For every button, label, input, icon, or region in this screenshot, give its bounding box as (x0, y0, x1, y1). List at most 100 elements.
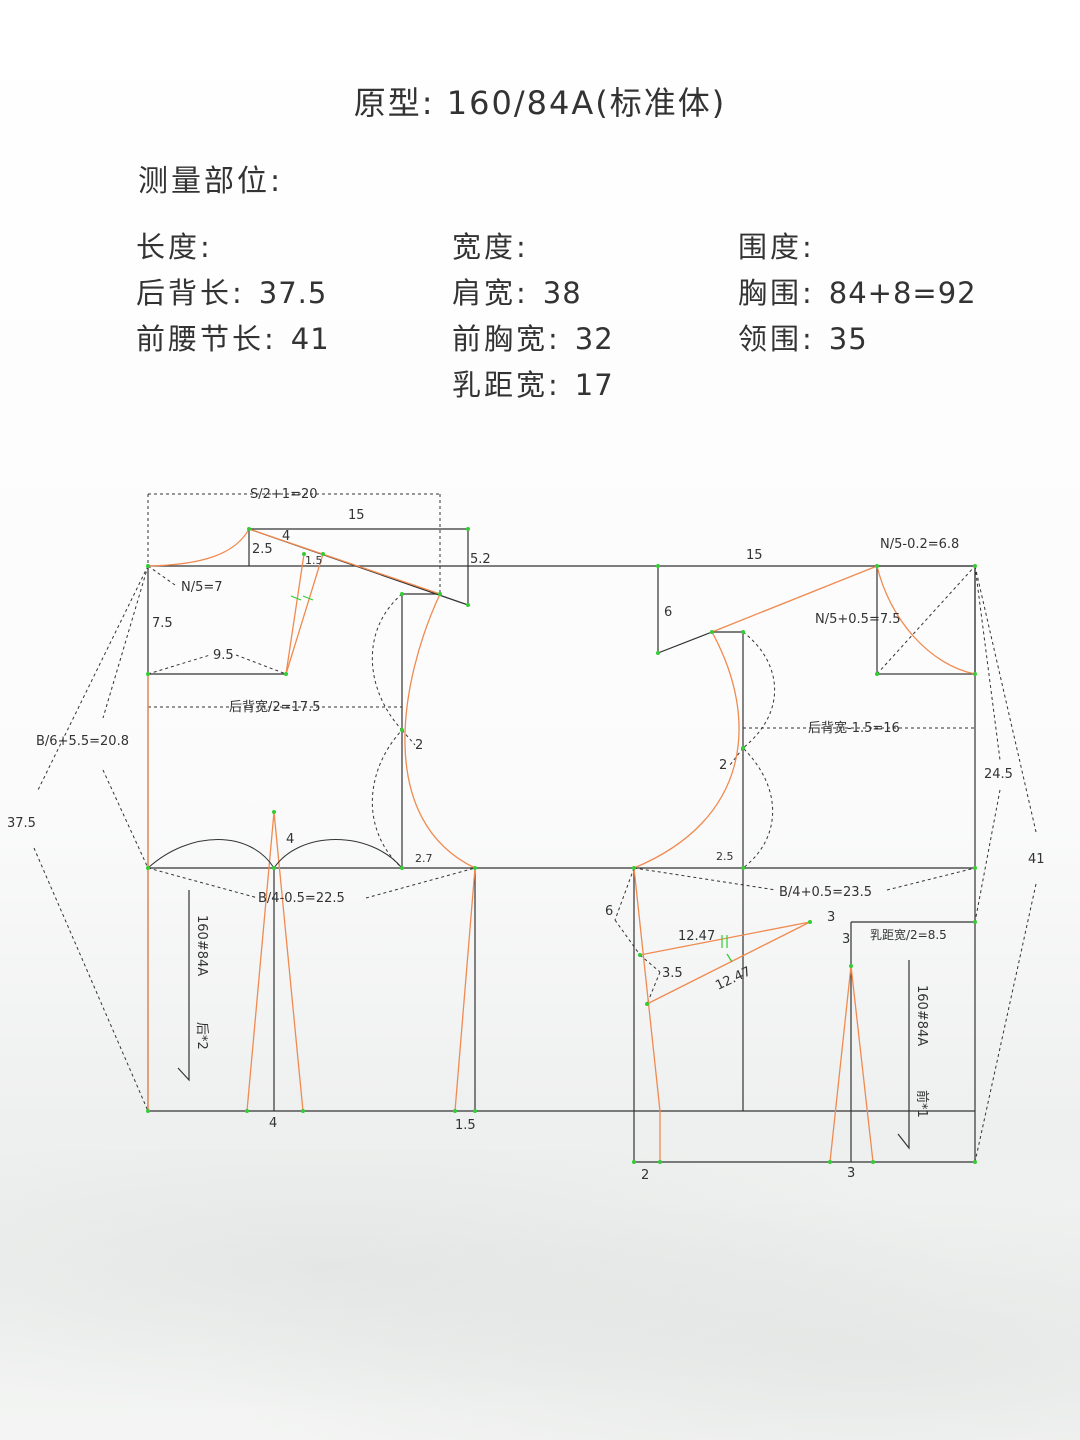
width-header: 宽度: (452, 230, 529, 264)
label-dart-small: 1.5 (305, 554, 323, 567)
label-back-side-dart: 1.5 (455, 1118, 476, 1133)
vertex-point (645, 1002, 649, 1006)
length-header: 长度: (136, 230, 213, 264)
vertex-point (808, 920, 812, 924)
label-front-waist-dart: 3 (847, 1166, 855, 1181)
vertex-point (301, 1109, 305, 1113)
label-chest-width: 后背宽-1.5=16 (808, 720, 900, 736)
label-shoulder-formula: S/2+1=20 (250, 487, 318, 502)
grain-arrows (177, 890, 910, 1150)
vertex-point (973, 920, 977, 924)
girth-column: 围度: 胸围:84+8=92 领围:35 (738, 224, 977, 362)
label-front-slope: 15 (746, 548, 763, 563)
section-title: 测量部位: (138, 164, 284, 199)
guide-dashes (33, 493, 1037, 1163)
measure-row: 胸围:84+8=92 (738, 276, 977, 310)
front-armhole-curve (633, 631, 740, 869)
measure-row: 乳距宽:17 (452, 368, 614, 402)
vertex-point (146, 672, 150, 676)
label-front-piece: 前*1 (914, 1090, 930, 1118)
front-neck-box (876, 565, 976, 675)
label-front-neck-depth: N/5+0.5=7.5 (815, 612, 901, 627)
vertex-point (638, 953, 642, 957)
measure-row: 前腰节长:41 (136, 322, 330, 356)
label-side-left: B/6+5.5=20.8 (36, 734, 129, 749)
measure-row: 前胸宽:32 (452, 322, 614, 356)
vertex-point (272, 810, 276, 814)
label-neck-depth: 7.5 (152, 616, 173, 631)
label-front-side-drop: 6 (605, 904, 613, 919)
vertex-point (466, 527, 470, 531)
back-neck-curve (147, 528, 250, 567)
label-slope-drop: 5.2 (470, 552, 491, 567)
vertex-point (973, 564, 977, 568)
label-back-armhole-corner: 2.7 (415, 852, 433, 865)
measure-row: 后背长:37.5 (136, 276, 328, 310)
label-front-size: 160#84A (914, 985, 929, 1046)
measure-row: 领围:35 (738, 322, 868, 356)
vertex-point (400, 728, 404, 732)
length-column: 长度: 后背长:37.5 前腰节长:41 (136, 224, 330, 362)
label-side-extra: 2 (641, 1168, 649, 1183)
label-dart-open: 3.5 (662, 966, 683, 981)
label-apex-drop: 3 (842, 932, 850, 947)
vertex-point (741, 866, 745, 870)
front-grain-arrow (897, 960, 910, 1150)
vertex-point (146, 564, 150, 568)
label-front-armhole-mark: 2 (719, 758, 727, 773)
label-back-dart-depth: 4 (286, 832, 294, 847)
label-apex-step: 3 (827, 910, 835, 925)
vertex-point (272, 866, 276, 870)
label-neck-offset: 4 (282, 529, 290, 544)
front-neck-curve (876, 565, 976, 675)
label-front-bust: B/4+0.5=23.5 (779, 885, 872, 900)
label-front-neck-formula: N/5-0.2=6.8 (880, 537, 959, 552)
label-back-width: 后背宽/2=17.5 (229, 699, 321, 715)
vertex-point (871, 1160, 875, 1164)
width-column: 宽度: 肩宽:38 前胸宽:32 乳距宽:17 (452, 224, 614, 408)
vertex-point (284, 672, 288, 676)
label-back-bust: B/4-0.5=22.5 (258, 891, 345, 906)
label-dart-base: 9.5 (213, 648, 234, 663)
background-mist (0, 1150, 1080, 1440)
vertex-point (438, 592, 442, 596)
vertex-point (146, 1109, 150, 1113)
bust-arcs (147, 839, 403, 869)
vertex-points (146, 527, 977, 1164)
vertex-point (710, 630, 714, 634)
vertex-point (247, 527, 251, 531)
label-dart-leg-b: 12.47 (713, 964, 753, 993)
vertex-point (875, 564, 879, 568)
vertex-point (321, 552, 325, 556)
measure-row: 肩宽:38 (452, 276, 582, 310)
vertex-point (656, 564, 660, 568)
label-front-drop: 6 (664, 605, 672, 620)
label-back-waist-dart: 4 (269, 1116, 277, 1131)
vertex-point (400, 866, 404, 870)
label-back-length: 37.5 (7, 816, 36, 831)
vertex-point (473, 866, 477, 870)
vertex-point (658, 1160, 662, 1164)
vertex-point (741, 746, 745, 750)
label-dart-leg-a: 12.47 (678, 929, 715, 944)
vertex-point (473, 1109, 477, 1113)
vertex-point (849, 964, 853, 968)
label-front-length: 24.5 (984, 767, 1013, 782)
vertex-point (973, 866, 977, 870)
girth-header: 围度: (738, 230, 815, 264)
label-back-piece: 后*2 (194, 1022, 209, 1050)
vertex-point (302, 552, 306, 556)
vertex-point (632, 866, 636, 870)
label-bust-point: 乳距宽/2=8.5 (870, 927, 947, 942)
label-back-armhole-mark: 2 (415, 738, 423, 753)
label-front-waist: 41 (1028, 852, 1045, 867)
vertex-point (973, 672, 977, 676)
vertex-point (632, 1160, 636, 1164)
match-marks (290, 595, 733, 963)
diagram-labels: S/2+1=20 15 2.5 4 1.5 5.2 N/5=7 7.5 9.5 … (7, 487, 1045, 1183)
back-grain-arrow (177, 890, 190, 1082)
vertex-point (466, 603, 470, 607)
label-back-slope: 15 (348, 508, 365, 523)
vertex-point (656, 651, 660, 655)
